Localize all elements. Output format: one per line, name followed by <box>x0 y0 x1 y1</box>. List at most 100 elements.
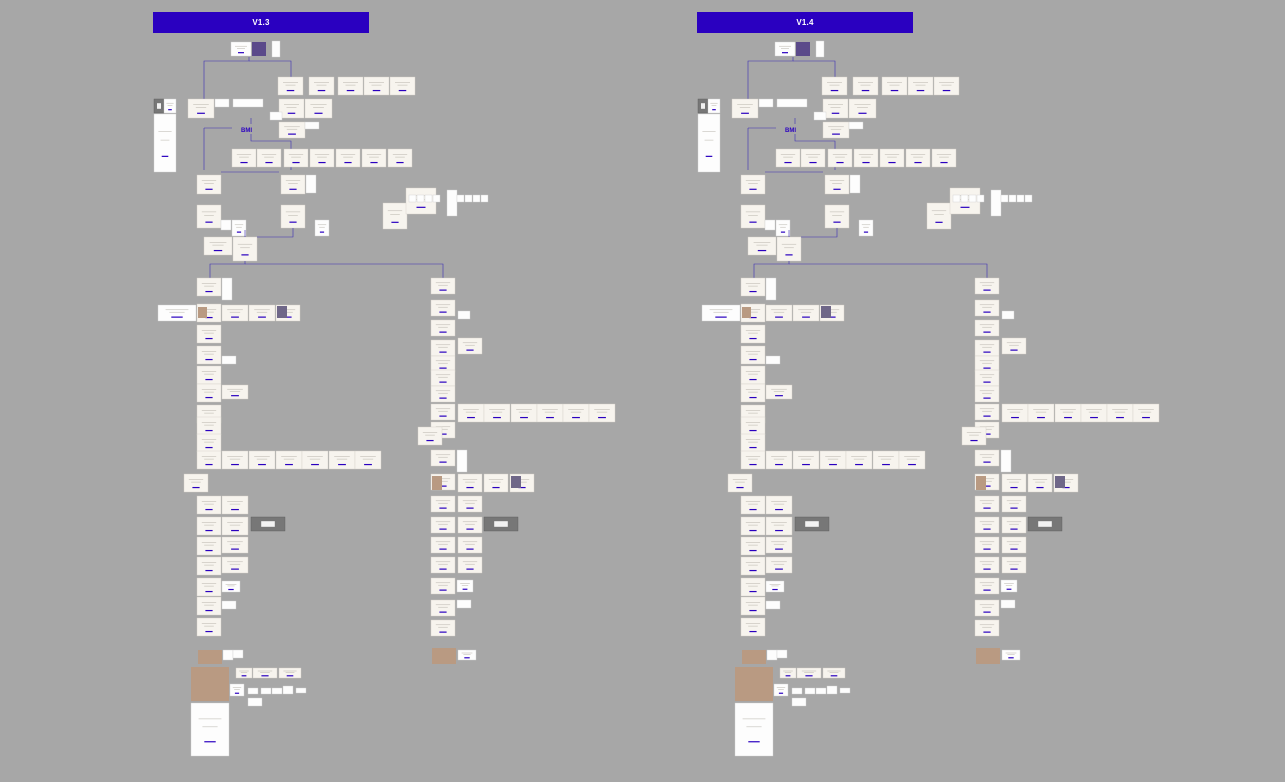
screen-thumbnail <box>271 40 281 58</box>
flow-connector <box>789 263 988 278</box>
screen-thumbnail <box>252 667 278 679</box>
photo-thumbnail <box>1055 476 1065 488</box>
screen-button <box>439 485 447 487</box>
screen-thumbnail <box>740 536 766 556</box>
screen-button <box>228 588 234 591</box>
screen-thumbnail <box>1001 310 1015 320</box>
screen-thumbnail <box>456 599 472 609</box>
screen-thumbnail <box>187 98 215 119</box>
screen-thumbnail <box>163 98 177 114</box>
screen-thumbnail <box>800 148 826 168</box>
screen-button <box>861 89 870 92</box>
screen-button <box>749 358 757 361</box>
screen-button <box>831 112 840 114</box>
screen-button <box>231 316 239 318</box>
screen-thumbnail <box>275 450 303 470</box>
screen-button <box>749 508 757 511</box>
screen-button <box>1062 486 1070 489</box>
screen-button <box>749 463 757 466</box>
screen-button <box>830 89 839 92</box>
screen-button <box>983 528 991 530</box>
screen-thumbnail <box>295 687 307 694</box>
screen-thumbnail <box>196 277 222 297</box>
screen-thumbnail <box>926 202 952 230</box>
screen-button <box>1036 486 1044 489</box>
screen-button <box>396 161 404 164</box>
screen-thumbnail <box>248 450 276 470</box>
screen-thumbnail <box>905 148 931 168</box>
screen-button <box>780 231 786 233</box>
screen-thumbnail <box>765 384 793 400</box>
screen-thumbnail <box>1024 194 1033 203</box>
photo-thumbnail <box>976 648 1000 664</box>
screen-button <box>205 396 213 399</box>
screen-thumbnail <box>839 687 851 694</box>
screen-thumbnail <box>280 204 306 229</box>
screen-thumbnail <box>791 697 807 707</box>
screen-thumbnail <box>309 148 335 168</box>
screen-button <box>916 89 925 92</box>
screen-button <box>749 609 757 612</box>
screen-thumbnail <box>734 702 774 757</box>
screen-thumbnail <box>1001 337 1027 355</box>
screen-button <box>983 589 991 591</box>
screen-button <box>231 568 239 570</box>
screen-thumbnail <box>827 148 853 168</box>
screen-thumbnail <box>301 450 329 470</box>
screen-thumbnail <box>872 450 900 470</box>
screen-thumbnail <box>858 219 874 237</box>
screen-button <box>775 463 783 466</box>
screen-thumbnail <box>430 599 456 617</box>
screen-button <box>205 290 213 293</box>
screen-thumbnail <box>1001 649 1021 661</box>
screen-thumbnail <box>278 667 302 679</box>
screen-thumbnail <box>231 148 257 168</box>
screen-thumbnail <box>247 697 263 707</box>
screen-button <box>914 161 922 164</box>
flow-connector <box>801 228 838 238</box>
screen-button <box>809 161 817 164</box>
screen-button <box>749 630 757 633</box>
screen-button <box>370 161 378 164</box>
screen-button <box>546 416 554 419</box>
screen-dialog <box>805 521 819 527</box>
screen-button <box>286 89 295 92</box>
screen-thumbnail <box>1000 194 1009 203</box>
flow-connector <box>209 261 246 278</box>
screen-thumbnail <box>792 450 820 470</box>
screen-button <box>836 161 844 164</box>
screen-thumbnail <box>464 194 473 203</box>
photo-thumbnail <box>191 667 229 701</box>
screen-thumbnail <box>907 76 934 96</box>
screen-button <box>775 508 783 511</box>
screen-thumbnail <box>196 174 222 195</box>
version-label: V1.3 <box>252 18 270 27</box>
screen-thumbnail <box>196 617 222 637</box>
screen-button <box>705 155 713 157</box>
photo-thumbnail <box>511 476 521 488</box>
screen-thumbnail <box>1001 495 1027 513</box>
screen-thumbnail <box>822 121 850 139</box>
screen-dialog <box>494 521 508 527</box>
flow-connector <box>753 261 790 278</box>
screen-thumbnail <box>430 319 456 337</box>
screen-button <box>231 529 239 532</box>
screen-button <box>778 692 784 694</box>
screen-thumbnail <box>157 304 197 322</box>
screen-thumbnail <box>740 324 766 344</box>
photo-thumbnail <box>742 307 751 318</box>
screen-button <box>749 337 757 340</box>
screen-thumbnail <box>416 194 425 203</box>
screen-button <box>832 133 840 135</box>
screen-thumbnail <box>775 148 801 168</box>
screen-dialog <box>1038 521 1052 527</box>
screen-thumbnail <box>804 687 816 695</box>
screen-button <box>890 89 899 92</box>
screen-thumbnail <box>196 577 222 597</box>
screen-button <box>287 112 296 114</box>
screen-button <box>197 112 205 114</box>
screen-button <box>572 416 580 419</box>
screen-thumbnail <box>765 304 793 322</box>
screen-thumbnail <box>974 369 1000 387</box>
screen-thumbnail <box>196 433 222 453</box>
